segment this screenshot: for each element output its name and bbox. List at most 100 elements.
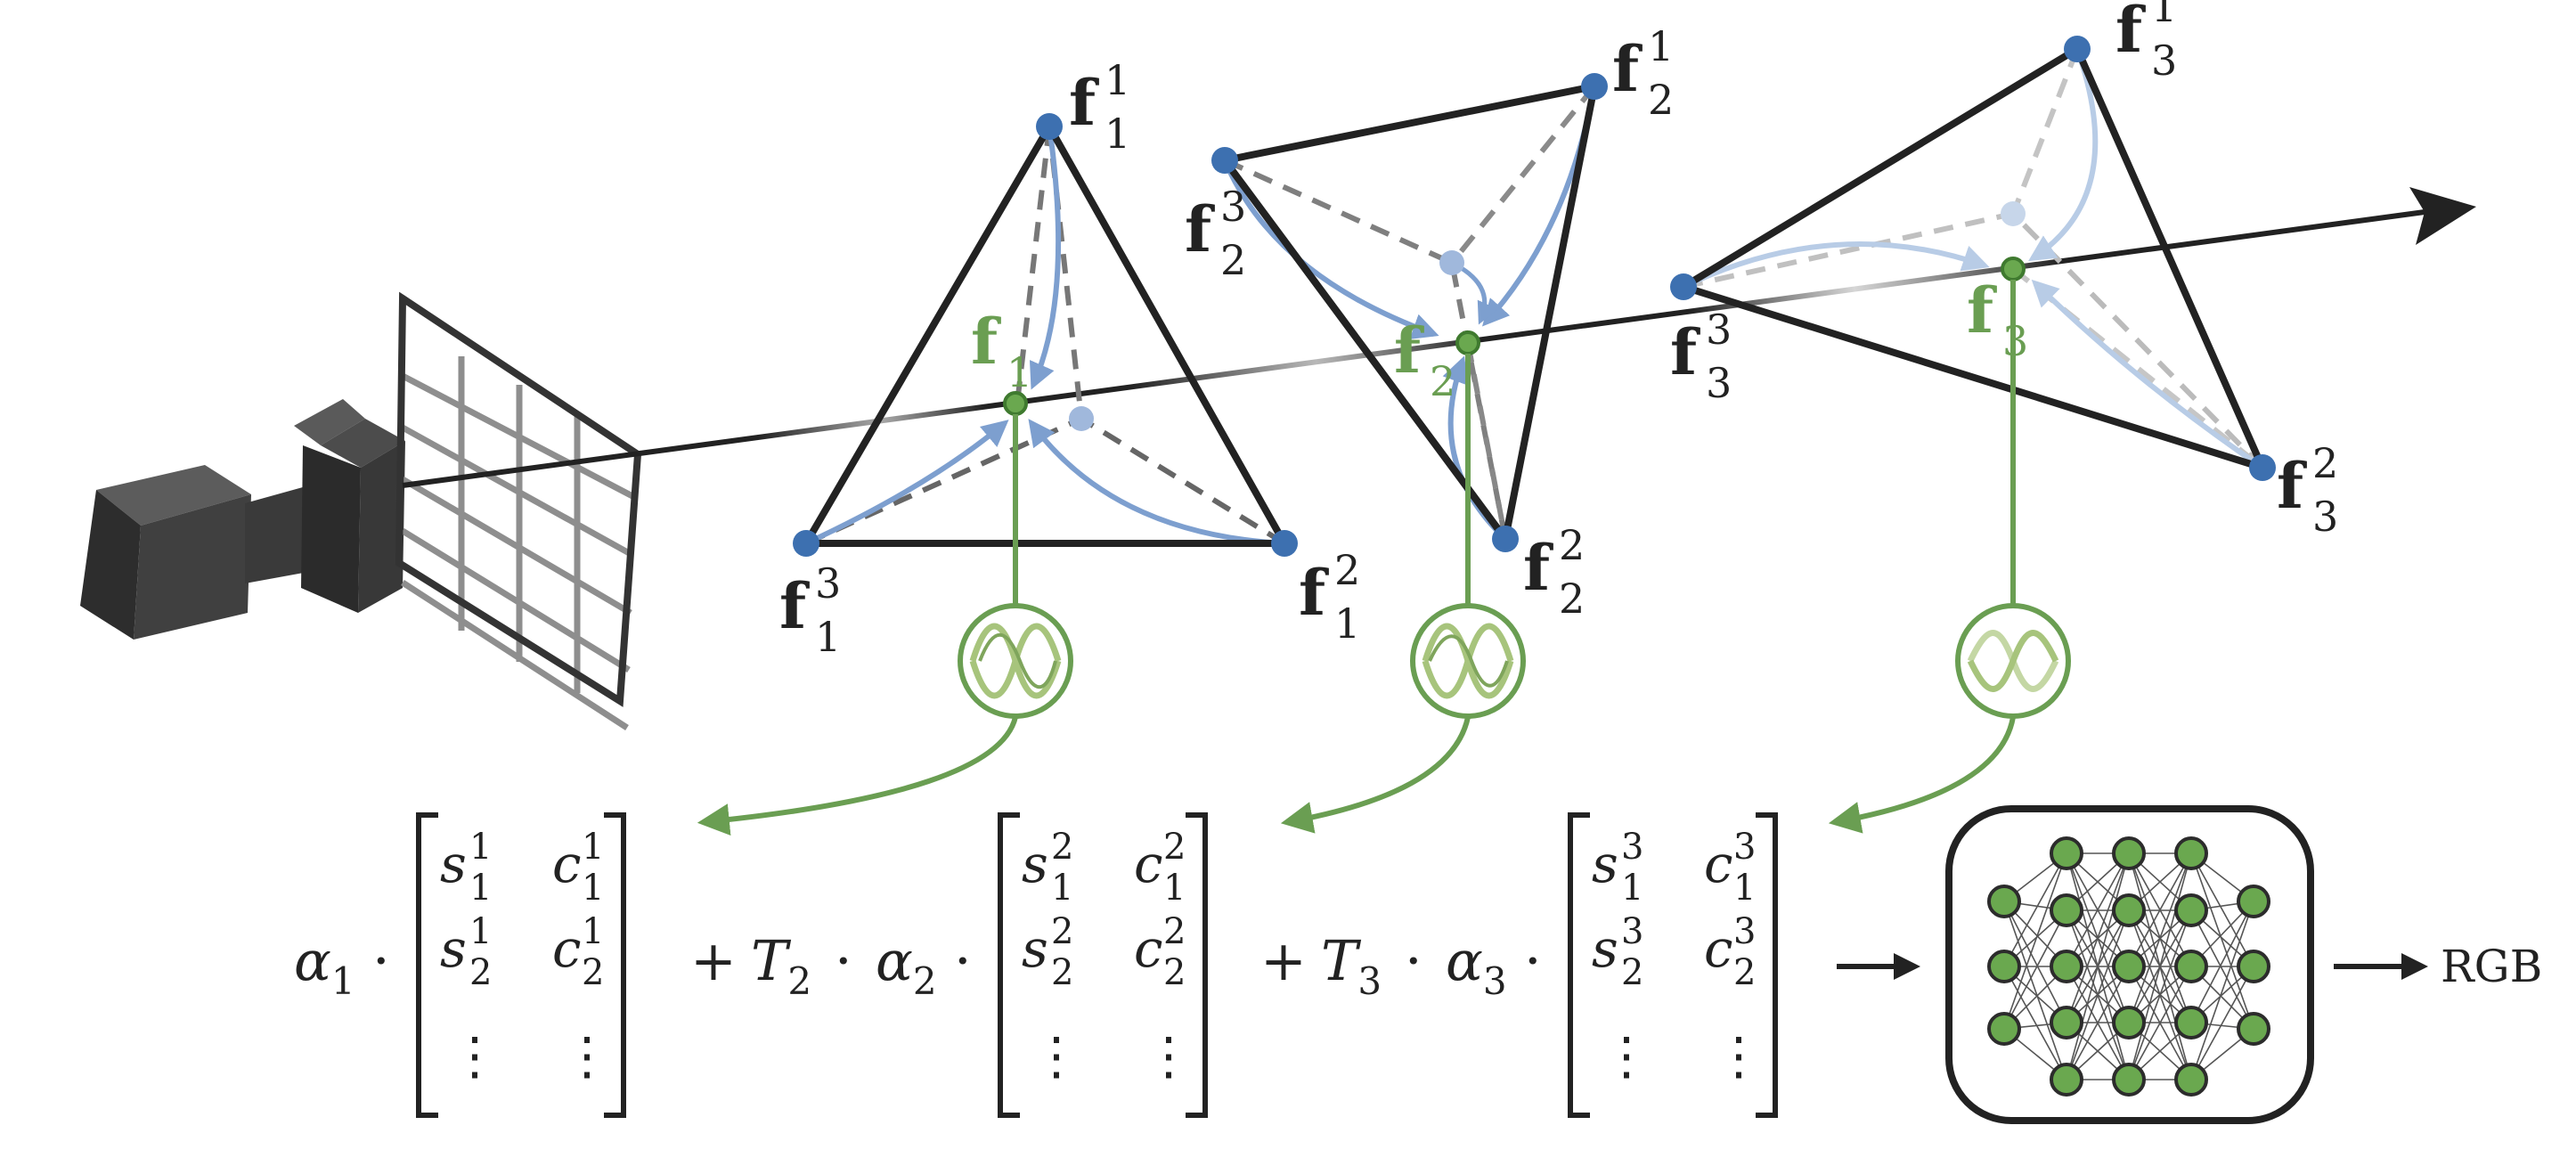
multiply-dot: · <box>1405 928 1423 993</box>
vertex-label-f2-2-sup: 2 <box>1559 521 1585 569</box>
vertex-label-f1-3-sub: 1 <box>815 613 841 661</box>
multiply-dot: · <box>372 928 390 993</box>
matrix-entry-3-2-2-sup: 3 <box>1733 911 1756 952</box>
matrix-entry-1-2-1-base: s <box>440 918 467 979</box>
vertex-label-f2-3-base: f <box>1185 192 1215 266</box>
mlp-node <box>2050 836 2083 870</box>
matrix-entry-1-2-2-sup: 1 <box>582 911 604 952</box>
symbol-alpha-3: α3 <box>1446 928 1507 1003</box>
neural-network-icon <box>1945 805 2314 1124</box>
multiply-dot: · <box>954 928 972 993</box>
matrix-entry-3-1-2-sup: 3 <box>1733 827 1756 868</box>
symbol-alpha-1-sub: 1 <box>331 959 355 1003</box>
center-label-f2-base: f <box>1394 314 1424 387</box>
mlp-edge <box>2190 909 2254 1030</box>
vertex-label-f2-2-base: f <box>1523 531 1553 605</box>
matrix-entry-1-1-1-sup: 1 <box>469 827 492 868</box>
matrix-entry-1-2-1-sup: 1 <box>469 911 492 952</box>
multiply-dot: · <box>835 928 852 993</box>
matrix-entry-1-1-2-sup: 1 <box>582 827 604 868</box>
symbol-T-2: T2 <box>751 928 811 1003</box>
symbol-alpha-2-sub: 2 <box>913 959 937 1003</box>
mlp-edge <box>2128 966 2192 1080</box>
mlp-edge <box>2128 909 2192 1080</box>
matrix-entry-3-2-1-base: s <box>1592 918 1618 979</box>
plus-sign-base: + <box>690 928 737 993</box>
center-label-f3-sub: 3 <box>2002 317 2028 365</box>
mlp-node <box>2174 836 2208 870</box>
matrix-entry-2-2-2-sub: 2 <box>1163 952 1186 993</box>
mlp-edge <box>2190 901 2254 1080</box>
vertex-label-f2-1-sub: 2 <box>1648 76 1674 124</box>
matrix-entry-3-1-2-sub: 1 <box>1733 868 1756 909</box>
matrix-entry-2-2-1-base: s <box>1022 918 1048 979</box>
matrix-entry-1-3-1: ⋮ <box>449 1025 501 1086</box>
vertex-label-f2-1-base: f <box>1612 32 1643 106</box>
mlp-node <box>2112 1006 2146 1040</box>
vertex-label-f3-1-base: f <box>2115 0 2146 67</box>
matrix-entry-3-2-1-sub: 2 <box>1621 952 1643 993</box>
matrix-entry-2-1-1-base: s <box>1022 834 1048 894</box>
sinusoid-encoding-icon <box>1410 603 1526 719</box>
center-label-f1-sub: 1 <box>1007 348 1032 396</box>
symbol-alpha-3-sub: 3 <box>1483 959 1507 1003</box>
mlp-node <box>2237 885 2270 918</box>
mlp-node <box>1987 885 2021 918</box>
symbol-T-3: T3 <box>1321 928 1382 1003</box>
mlp-edge <box>2066 852 2130 967</box>
multiply-dot-base: · <box>1524 928 1542 993</box>
mlp-node <box>1987 950 2021 983</box>
matrix-entry-1-3-2-base: ⋮ <box>561 1025 613 1086</box>
vertex-label-f1-2-sub: 1 <box>1334 599 1360 648</box>
matrix-entry-3-1-1-sup: 3 <box>1621 827 1643 868</box>
vertex-label-f3-3-base: f <box>1670 315 1700 389</box>
mlp-node <box>2050 1006 2083 1040</box>
vertex-label-f2-3-sub: 2 <box>1220 236 1246 284</box>
sinusoid-encoding-icon <box>1955 603 2071 719</box>
symbol-alpha-3-base: α <box>1446 928 1483 993</box>
vertex-label-f1-2-sup: 2 <box>1334 546 1360 594</box>
mlp-edge <box>2003 909 2067 1030</box>
sinusoid-encoding-icon <box>958 603 1073 719</box>
matrix-entry-1-2-2-sub: 2 <box>582 952 604 993</box>
plus-sign-base: + <box>1260 928 1307 993</box>
mlp-node <box>2112 950 2146 983</box>
matrix-entry-1-1-1-sub: 1 <box>469 868 492 909</box>
vertex-label-f1-2-base: f <box>1299 556 1329 630</box>
matrix-entry-1-1-2-sub: 1 <box>582 868 604 909</box>
mlp-edge <box>2128 852 2192 967</box>
ray-arrowhead <box>2409 187 2476 245</box>
matrix-entry-3-2-1-sup: 3 <box>1621 911 1643 952</box>
mlp-edge <box>2190 901 2254 1023</box>
matrix-entry-2-1-2-sup: 2 <box>1163 827 1186 868</box>
mlp-edge <box>2190 852 2254 1030</box>
vertex-label-f3-2-sup: 2 <box>2312 439 2338 487</box>
matrix-bracket-left <box>998 812 1020 1118</box>
matrix-bracket-right <box>1756 812 1778 1118</box>
matrix-entry-1-2-1-sub: 2 <box>469 952 492 993</box>
mlp-edge <box>2003 966 2067 1080</box>
multiply-dot-base: · <box>835 928 852 993</box>
mlp-edge <box>2128 852 2192 1023</box>
vertex-label-f1-1-base: f <box>1069 66 1099 140</box>
feature-pipelines <box>697 280 2016 836</box>
vertex-label-f3-1-sup: 1 <box>2151 0 2177 31</box>
matrix-entry-2-1-1-sub: 1 <box>1051 868 1073 909</box>
camera-ray <box>402 209 2425 488</box>
symbol-alpha-2: α2 <box>876 928 937 1003</box>
vertex-label-f3-2-sub: 3 <box>2312 493 2338 541</box>
matrix-entry-2-2-1-sub: 2 <box>1051 952 1073 993</box>
